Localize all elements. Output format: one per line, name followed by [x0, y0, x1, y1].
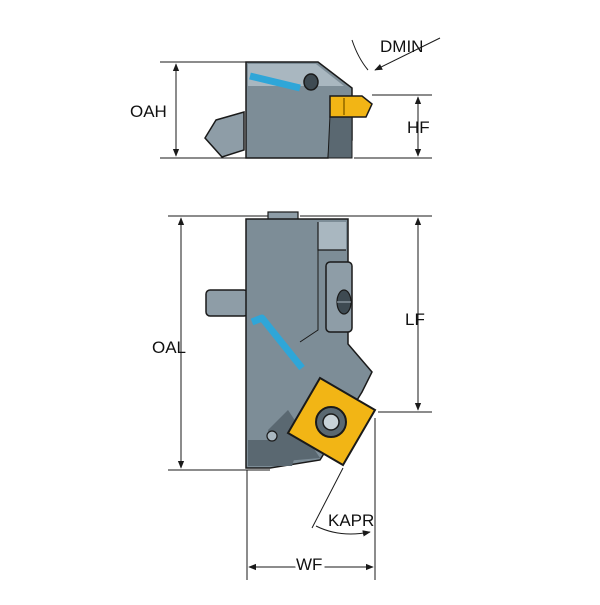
- side-coolant-channel: [250, 314, 305, 371]
- side-shank-stub: [205, 289, 249, 317]
- label-oal: OAL: [152, 338, 186, 357]
- label-hf: HF: [407, 118, 430, 137]
- dimension-labels: DMIN OAH HF OAL LF KAPR WF: [130, 37, 430, 577]
- top-view: [204, 61, 373, 159]
- top-shank-stub: [204, 111, 245, 158]
- label-kapr: KAPR: [328, 511, 374, 530]
- side-chamfer: [318, 222, 346, 250]
- top-screw-hole: [303, 73, 319, 91]
- label-lf: LF: [405, 310, 425, 329]
- dimensions: [160, 37, 441, 580]
- top-coolant-channel: [249, 72, 301, 92]
- label-wf: WF: [296, 555, 322, 574]
- label-oah: OAH: [130, 102, 167, 121]
- top-insert: [329, 95, 373, 118]
- label-dmin: DMIN: [380, 37, 423, 56]
- top-body-shadow: [327, 114, 353, 159]
- top-body-highlight: [248, 64, 344, 86]
- side-view: [205, 211, 377, 469]
